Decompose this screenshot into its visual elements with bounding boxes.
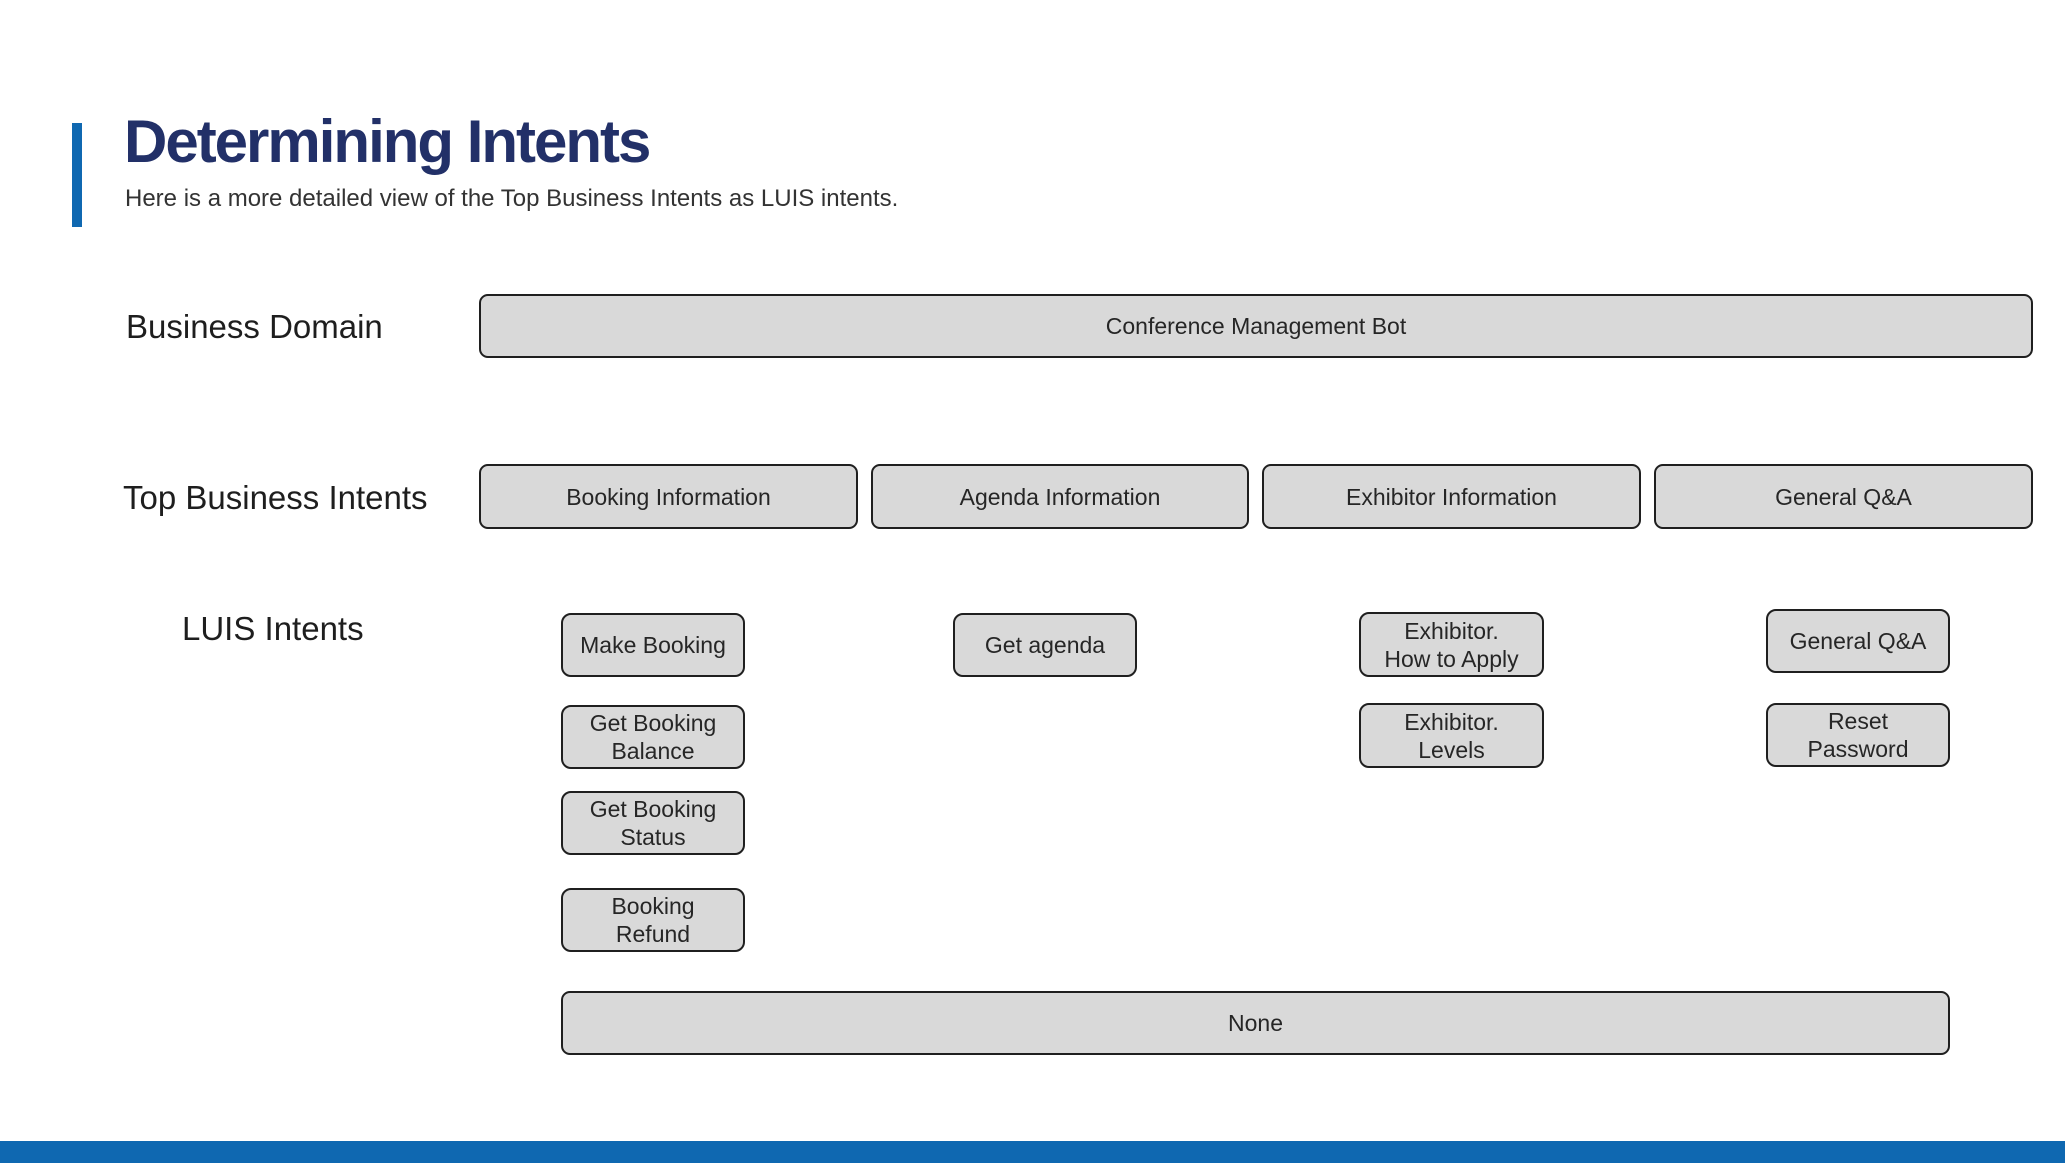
luis-intent-get-agenda: Get agenda	[953, 613, 1137, 677]
business-domain-box: Conference Management Bot	[479, 294, 2033, 358]
footer-bar	[0, 1141, 2065, 1163]
top-intent-agenda-information: Agenda Information	[871, 464, 1249, 529]
luis-intent-booking-refund: Booking Refund	[561, 888, 745, 952]
title-accent-bar	[72, 123, 82, 227]
luis-intent-general-qa: General Q&A	[1766, 609, 1950, 673]
luis-intent-reset-password: Reset Password	[1766, 703, 1950, 767]
top-intent-booking-information: Booking Information	[479, 464, 858, 529]
luis-intent-get-booking-balance: Get Booking Balance	[561, 705, 745, 769]
luis-intent-exhibitor-how-to-apply: Exhibitor. How to Apply	[1359, 612, 1544, 677]
row-label-luis-intents: LUIS Intents	[182, 610, 364, 647]
luis-intent-get-booking-status: Get Booking Status	[561, 791, 745, 855]
top-intent-general-qa: General Q&A	[1654, 464, 2033, 529]
luis-intent-exhibitor-levels: Exhibitor. Levels	[1359, 703, 1544, 768]
row-label-top-business-intents: Top Business Intents	[123, 479, 428, 516]
slide-subtitle: Here is a more detailed view of the Top …	[125, 185, 899, 212]
row-label-business-domain: Business Domain	[126, 308, 383, 345]
luis-intent-none: None	[561, 991, 1950, 1055]
top-intent-exhibitor-information: Exhibitor Information	[1262, 464, 1641, 529]
slide-title: Determining Intents	[124, 108, 651, 175]
luis-intent-make-booking: Make Booking	[561, 613, 745, 677]
